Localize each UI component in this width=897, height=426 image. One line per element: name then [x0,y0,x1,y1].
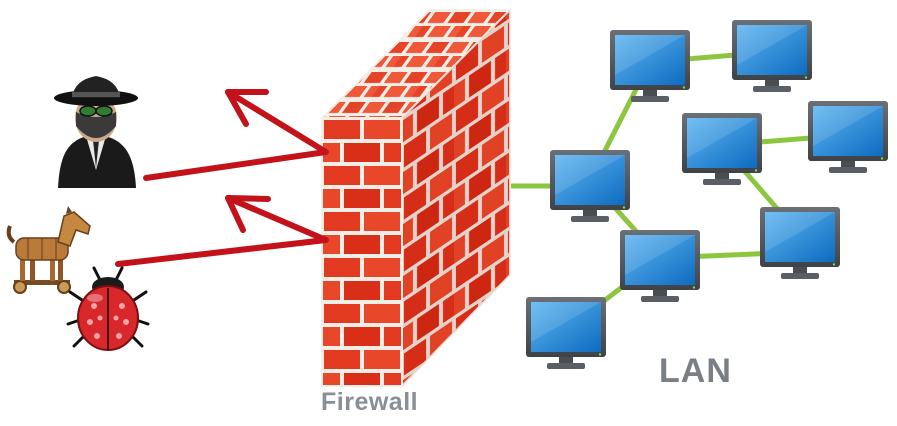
blocked-attack-arrows [115,89,329,267]
computer-icon[interactable] [732,20,812,92]
computer-icon[interactable] [760,207,840,279]
firewall-wall [319,7,513,389]
computer-icon[interactable] [610,30,690,102]
wall-front-face [321,117,403,387]
computer-icon[interactable] [808,101,888,173]
firewall-label: Firewall [321,388,419,416]
bug-icon [66,266,150,351]
trojan-horse-icon [6,206,91,294]
computer-icon[interactable] [526,297,606,369]
hacker-icon [54,76,138,188]
computer-icon[interactable] [620,230,700,302]
lan-label: LAN [659,352,732,390]
